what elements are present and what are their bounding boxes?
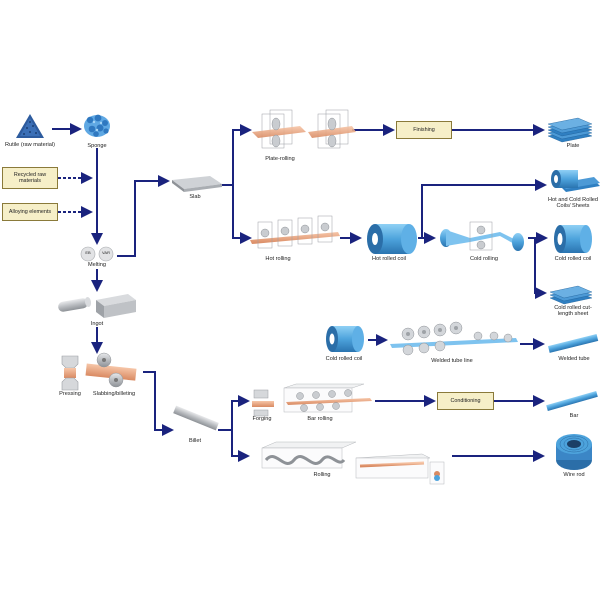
tube-coil-label: Cold rolled coil [325,356,363,362]
hot-rolling-label: Hot rolling [265,256,291,262]
bar-icon [546,390,598,412]
coils-sheets-icon [551,170,600,192]
wire-rod-label: Wire rod [563,472,585,478]
rolling-label: Rolling [313,472,331,478]
pressing-label: Pressing [59,391,81,397]
rutile-icon [16,114,44,138]
slabbing-label: Slabbing/billeting [92,391,136,397]
slabbing-icon [85,352,137,388]
cold-rolled-coil-out-label: Cold rolled coil [554,256,592,262]
ingot-icon [58,294,136,318]
plate-stack-icon [547,117,593,143]
slab-icon [172,176,222,192]
cold-rolled-coil-icon [554,225,592,253]
conditioning-box: Conditioning [437,392,494,410]
welded-tube-line-label: Welded tube line [431,358,473,364]
pressing-icon [61,355,79,391]
bar-rolling-label: Bar rolling [307,416,333,422]
ingot-label: Ingot [90,321,104,327]
hot-rolling-icon [250,215,340,249]
var-label: VAR [102,250,110,255]
plate-rolling-label: Plate-rolling [265,156,295,162]
cut-length-sheet-icon [549,285,593,305]
welded-tube-line-icon [390,321,518,356]
sponge-icon [84,114,110,137]
plate-label: Plate [566,143,580,149]
sponge-label: Sponge [87,143,107,149]
wire-rod-icon [556,434,592,470]
flow-lines [52,123,548,462]
tube-coil-icon [326,326,364,352]
recycled-box: Recycled raw materials [2,167,58,189]
slab-label: Slab [189,194,201,200]
welded-tube-icon [548,334,599,353]
melting-icon [80,246,114,262]
cold-rolling-label: Cold rolling [470,256,498,262]
billet-label: Billet [188,438,202,444]
melting-label: Melting [87,262,107,268]
bar-rolling-icon [283,383,372,413]
welded-tube-label: Welded tube [558,356,590,362]
eb-label: EB [85,250,91,255]
cold-rolling-icon [440,221,524,251]
hot-rolled-coil-label: Hot rolled coil [372,256,406,262]
cut-length-label: Cold rolled cut-length sheet [554,305,592,318]
forging-label: Forging [252,416,272,422]
finishing-box: Finishing [396,121,452,139]
bar-label: Bar [569,413,579,419]
rolling-icon [261,441,445,485]
coils-sheets-label: Hot and Cold Rolled Coils/ Sheets [547,197,599,210]
hot-rolled-coil-icon [367,224,417,254]
plate-rolling-icon [252,109,356,149]
billet-icon [173,405,219,431]
rutile-label: Rutile (raw material) [4,142,56,148]
alloying-box: Alloying elements [2,203,58,221]
forging-icon [252,389,274,417]
